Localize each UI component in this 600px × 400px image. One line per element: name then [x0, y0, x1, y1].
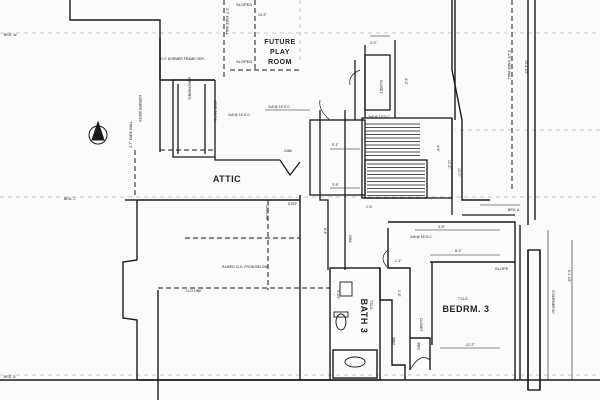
note-vert: VERT. TO FIN. — [213, 100, 217, 122]
dim-5: 5'-1" — [332, 143, 340, 147]
note-sloped-top: SLOPED — [236, 2, 252, 7]
note-dormer-right: 3' DORMER BY — [551, 290, 555, 315]
dim-17: 5'-1/2" — [336, 290, 340, 300]
dim-10: 10'-0" — [457, 168, 461, 177]
note-header-1: 2x8 @ 16"O.C. — [268, 105, 291, 109]
note-raised-clg: RAISED CLG. FROM BELOW — [222, 265, 268, 269]
dim-15: 2'-6" — [366, 205, 374, 209]
note-knee-wall-right: 5'-1/2" KNEE WALL — [507, 50, 511, 80]
note-door-4: 2468 — [417, 342, 421, 350]
dim-12: 3'-8" — [438, 225, 446, 229]
room-label-closet-lower: CLOSET — [419, 318, 423, 332]
room-label-closet-upper: CLOSET — [379, 80, 383, 94]
dim-1: 14'-3" — [258, 13, 267, 17]
edge-label-left-3: BRG. B — [4, 375, 16, 379]
dim-6: 4'-6" — [436, 145, 440, 153]
dim-11: 12'-2" — [466, 343, 475, 347]
bath-fixtures — [333, 281, 366, 368]
dim-9: 8'-2" — [455, 249, 463, 253]
dim-7: 3'-6" — [332, 183, 340, 187]
dim-14: 6'-1 1/2" — [567, 270, 571, 283]
room-label-attic: ATTIC — [213, 174, 241, 184]
dim-3: 4'-2" — [404, 78, 408, 86]
bath-bedroom-walls — [299, 200, 541, 391]
room-label-bath: BATH 3 — [359, 299, 369, 334]
note-sloped-mid: SLOPED — [236, 59, 252, 64]
note-knee-wall-left: 3'-7" KNEE WALL — [129, 121, 133, 148]
room-label-future-2: PLAY — [270, 49, 290, 56]
door-swings — [319, 69, 431, 371]
dim-18: 2'-8" — [397, 290, 401, 298]
compass-icon — [88, 120, 108, 145]
note-header-4: 2x8 @ 16"O.C. — [410, 235, 433, 239]
edge-label-left-2: BRG. C — [64, 197, 76, 201]
note-knee-wall-top: 3'-7" KNEE WALL — [225, 8, 229, 35]
knee-walls — [134, 0, 513, 290]
note-door-3: 2468 — [392, 337, 396, 345]
note-sloped-right: SLOPE — [495, 266, 509, 271]
note-door-1: 2468 — [284, 149, 292, 153]
dimension-lines — [265, 35, 573, 380]
room-label-bedroom: BEDRM. 3 — [442, 304, 489, 314]
note-door-2: 2468 — [348, 235, 352, 243]
stair-treads — [365, 123, 425, 196]
room-label-future-1: FUTURE — [264, 39, 295, 46]
dim-8: 13'-4 1/2" — [524, 60, 528, 75]
dormer-box — [172, 79, 301, 177]
note-header-3: 2x8 @ 16"O.C. — [368, 115, 391, 119]
stair-core — [309, 40, 515, 270]
dim-4: 10'-2" — [447, 160, 451, 169]
dim-2: 2'-0" — [370, 41, 378, 45]
note-header-2: 2x8 @ 16"O.C. — [228, 113, 251, 117]
dim-13: 1'-1" — [395, 259, 403, 263]
note-clg-line-2: CLG LINE — [186, 289, 202, 293]
edge-label-left-1: BRG. W. — [4, 33, 17, 37]
note-dormer: 5'-0" DORMER FRAME HDR. — [160, 57, 205, 61]
note-tub: TUB/SHOWER — [188, 76, 192, 100]
edge-label-right-1: BRG. A — [508, 208, 520, 212]
note-clg-line-1: CLG LINE — [265, 205, 269, 221]
room-label-future-3: ROOM — [268, 59, 292, 66]
dim-16: 8'-4" — [323, 228, 327, 236]
note-dormer-width: DORMER WIDTH — [138, 95, 142, 123]
note-tclg-1: T'CLG. — [458, 297, 469, 301]
note-step: STEP — [288, 202, 298, 206]
note-tclg-2: T'CLG. — [369, 300, 373, 311]
